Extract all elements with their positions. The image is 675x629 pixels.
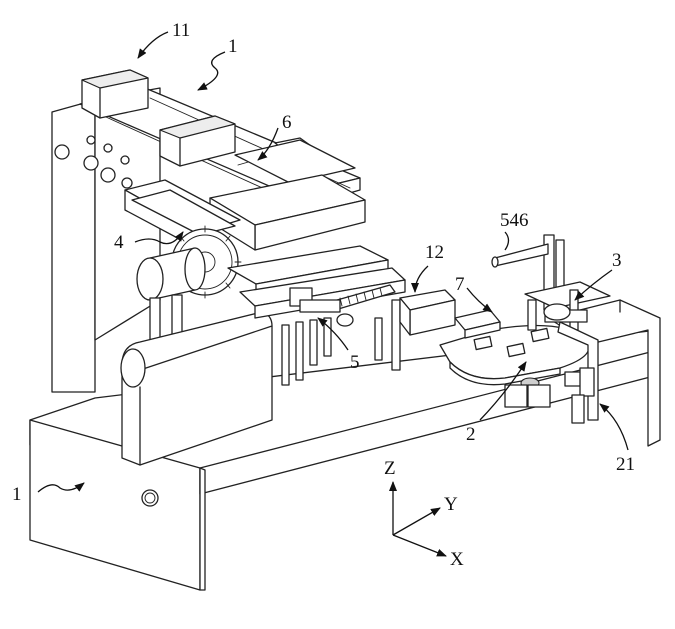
callout-1-bottom: 1 (12, 484, 22, 505)
callout-labels: 11 1 6 4 546 12 3 7 5 2 21 1 (12, 20, 635, 505)
rotary-table-2 (439, 309, 590, 408)
leader-lines (37, 31, 629, 493)
callout-3: 3 (612, 250, 622, 271)
callout-5: 5 (350, 352, 360, 373)
front-cylinder-block (120, 311, 273, 466)
callout-7: 7 (455, 274, 465, 295)
axis-label-x: X (450, 549, 464, 570)
slide-block-6 (209, 174, 366, 251)
callout-21: 21 (616, 454, 635, 475)
callout-2: 2 (466, 424, 476, 445)
axis-label-z: Z (384, 458, 396, 479)
callout-12: 12 (425, 242, 444, 263)
callout-1-top: 1 (228, 36, 238, 57)
callout-11: 11 (172, 20, 190, 41)
callout-546: 546 (500, 210, 529, 231)
callout-4: 4 (114, 232, 124, 253)
axis-label-y: Y (444, 494, 458, 515)
coordinate-axes: Z Y X (384, 458, 464, 570)
callout-6: 6 (282, 112, 292, 133)
chute-12 (399, 289, 456, 336)
rack-assembly-5 (227, 245, 406, 386)
